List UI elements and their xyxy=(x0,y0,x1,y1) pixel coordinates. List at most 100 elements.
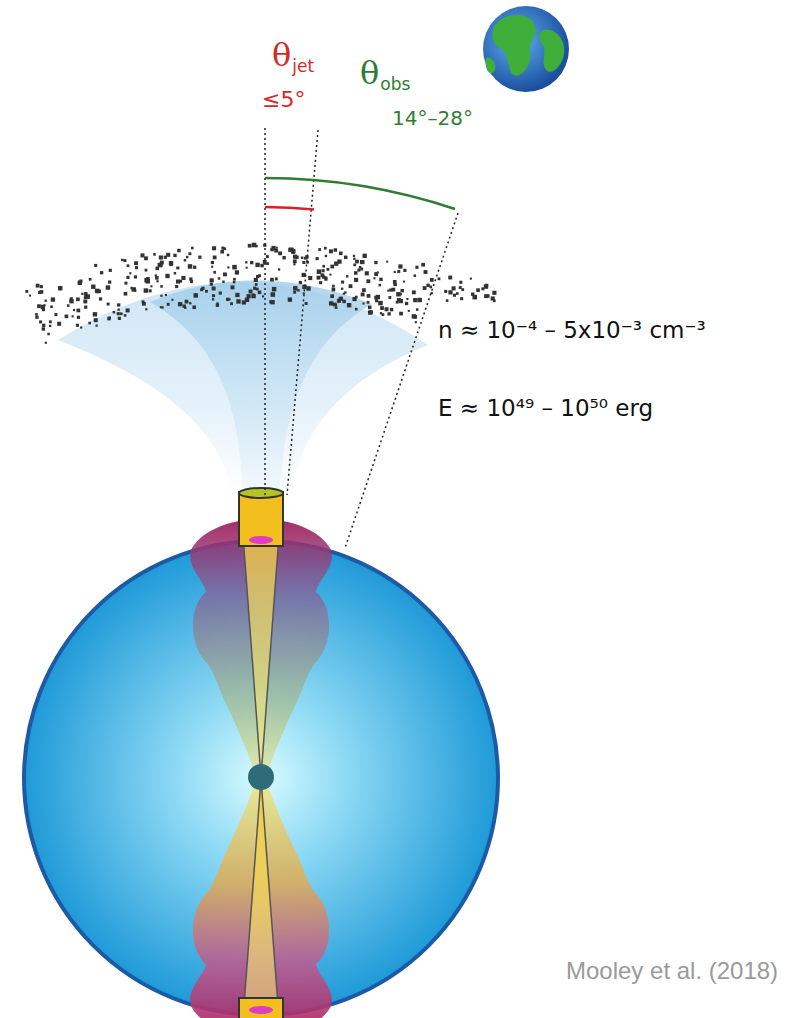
ejecta-dot xyxy=(484,284,488,288)
jet-edge-line xyxy=(287,130,318,495)
ejecta-dot xyxy=(397,298,400,301)
ejecta-dot xyxy=(178,302,182,306)
angle-value: 14°–28° xyxy=(392,107,473,129)
ejecta-dot xyxy=(353,255,355,257)
ejecta-dot xyxy=(335,306,338,309)
ejecta-dot xyxy=(124,292,128,296)
ejecta-dot xyxy=(145,269,148,272)
ejecta-dot xyxy=(222,281,224,283)
citation: Mooley et al. (2018) xyxy=(566,958,778,984)
ejecta-dot xyxy=(145,279,150,284)
ejecta-dot xyxy=(342,300,345,303)
ejecta-dot xyxy=(415,266,418,269)
ejecta-dot xyxy=(117,312,120,315)
ejecta-dot xyxy=(386,261,388,263)
ejecta-dot xyxy=(95,324,97,326)
ejecta-dot xyxy=(387,312,390,315)
ejecta-dot xyxy=(332,288,336,292)
ejecta-dot xyxy=(258,291,261,294)
ejecta-dot xyxy=(459,286,462,289)
ejecta-dot xyxy=(212,246,216,250)
ejecta-dot xyxy=(380,306,384,310)
ejecta-dot xyxy=(256,288,259,291)
ejecta-dot xyxy=(223,247,226,250)
ejecta-dot xyxy=(278,251,282,255)
ejecta-dot xyxy=(145,308,147,310)
ejecta-dot xyxy=(89,278,92,281)
ejecta-dot xyxy=(150,285,152,287)
ejecta-dot xyxy=(324,247,327,250)
ejecta-dot xyxy=(176,267,179,270)
ejecta-dot xyxy=(282,256,285,259)
ejecta-dot xyxy=(322,269,325,272)
ejecta-dot xyxy=(271,292,276,297)
ejecta-dot xyxy=(492,291,496,295)
ejecta-dot xyxy=(414,315,417,318)
ejecta-dot xyxy=(35,313,38,316)
ejecta-dot xyxy=(188,252,191,255)
ejecta-dot xyxy=(45,300,47,302)
ejecta-dot xyxy=(399,312,403,316)
ejecta-dot xyxy=(223,272,227,276)
ejecta-dot xyxy=(72,315,74,317)
ejecta-dot xyxy=(182,304,185,307)
ejecta-dot xyxy=(424,270,428,274)
ejecta-dot xyxy=(413,315,416,318)
ejecta-dot xyxy=(220,250,224,254)
ejecta-dot xyxy=(374,272,378,276)
ejecta-dot xyxy=(76,297,80,301)
ejecta-dots xyxy=(25,243,496,344)
ejecta-dot xyxy=(80,326,82,328)
ejecta-dot xyxy=(319,281,322,284)
ejecta-dot xyxy=(493,299,496,302)
ejecta-dot xyxy=(49,325,51,327)
ejecta-dot xyxy=(421,263,425,267)
ejecta-dot xyxy=(159,263,163,267)
ejecta-dot xyxy=(353,258,355,260)
ejecta-dot xyxy=(360,260,364,264)
ejecta-dot xyxy=(332,285,335,288)
ejecta-dot xyxy=(192,305,196,309)
ejecta-dot xyxy=(40,285,43,288)
ejecta-dot xyxy=(181,276,185,280)
angle-symbol: θ xyxy=(272,38,291,73)
ejecta-dot xyxy=(165,294,167,296)
ejecta-dot xyxy=(176,267,178,269)
ejecta-dot xyxy=(149,289,152,292)
ejecta-dot xyxy=(355,308,358,311)
ejecta-dot xyxy=(377,271,379,273)
ejecta-dot xyxy=(274,249,278,253)
ejecta-dot xyxy=(305,302,308,305)
ejecta-dot xyxy=(42,327,45,330)
ejecta-dot xyxy=(339,252,343,256)
ejecta-dot xyxy=(403,269,406,272)
ejecta-dot xyxy=(142,300,145,303)
ejecta-dot xyxy=(107,303,110,306)
ejecta-dot xyxy=(398,264,402,268)
angle-subscript: obs xyxy=(380,75,410,94)
ejecta-dot xyxy=(165,274,169,278)
ejecta-dot xyxy=(25,290,28,293)
ejecta-dot xyxy=(306,286,310,290)
outflow-core xyxy=(150,280,372,495)
ejecta-dot xyxy=(288,297,292,301)
ejecta-dot xyxy=(446,299,449,302)
ejecta-dot xyxy=(175,285,178,288)
ejecta-dot xyxy=(140,253,144,257)
ejecta-dot xyxy=(167,303,170,306)
ejecta-dot xyxy=(84,306,87,309)
ejecta-dot xyxy=(406,298,408,300)
ejecta-dot xyxy=(189,302,191,304)
ejecta-dot xyxy=(252,293,255,296)
central-remnant xyxy=(248,764,274,790)
ejecta-dot xyxy=(94,264,97,267)
ejecta-dot xyxy=(108,280,111,283)
ejecta-dot xyxy=(335,303,338,306)
ejecta-dot xyxy=(233,281,236,284)
ejecta-dot xyxy=(106,285,110,289)
ejecta-dot xyxy=(320,273,324,277)
ejecta-dot xyxy=(414,274,417,277)
ejecta-dot xyxy=(118,309,120,311)
ejecta-dot xyxy=(77,316,80,319)
